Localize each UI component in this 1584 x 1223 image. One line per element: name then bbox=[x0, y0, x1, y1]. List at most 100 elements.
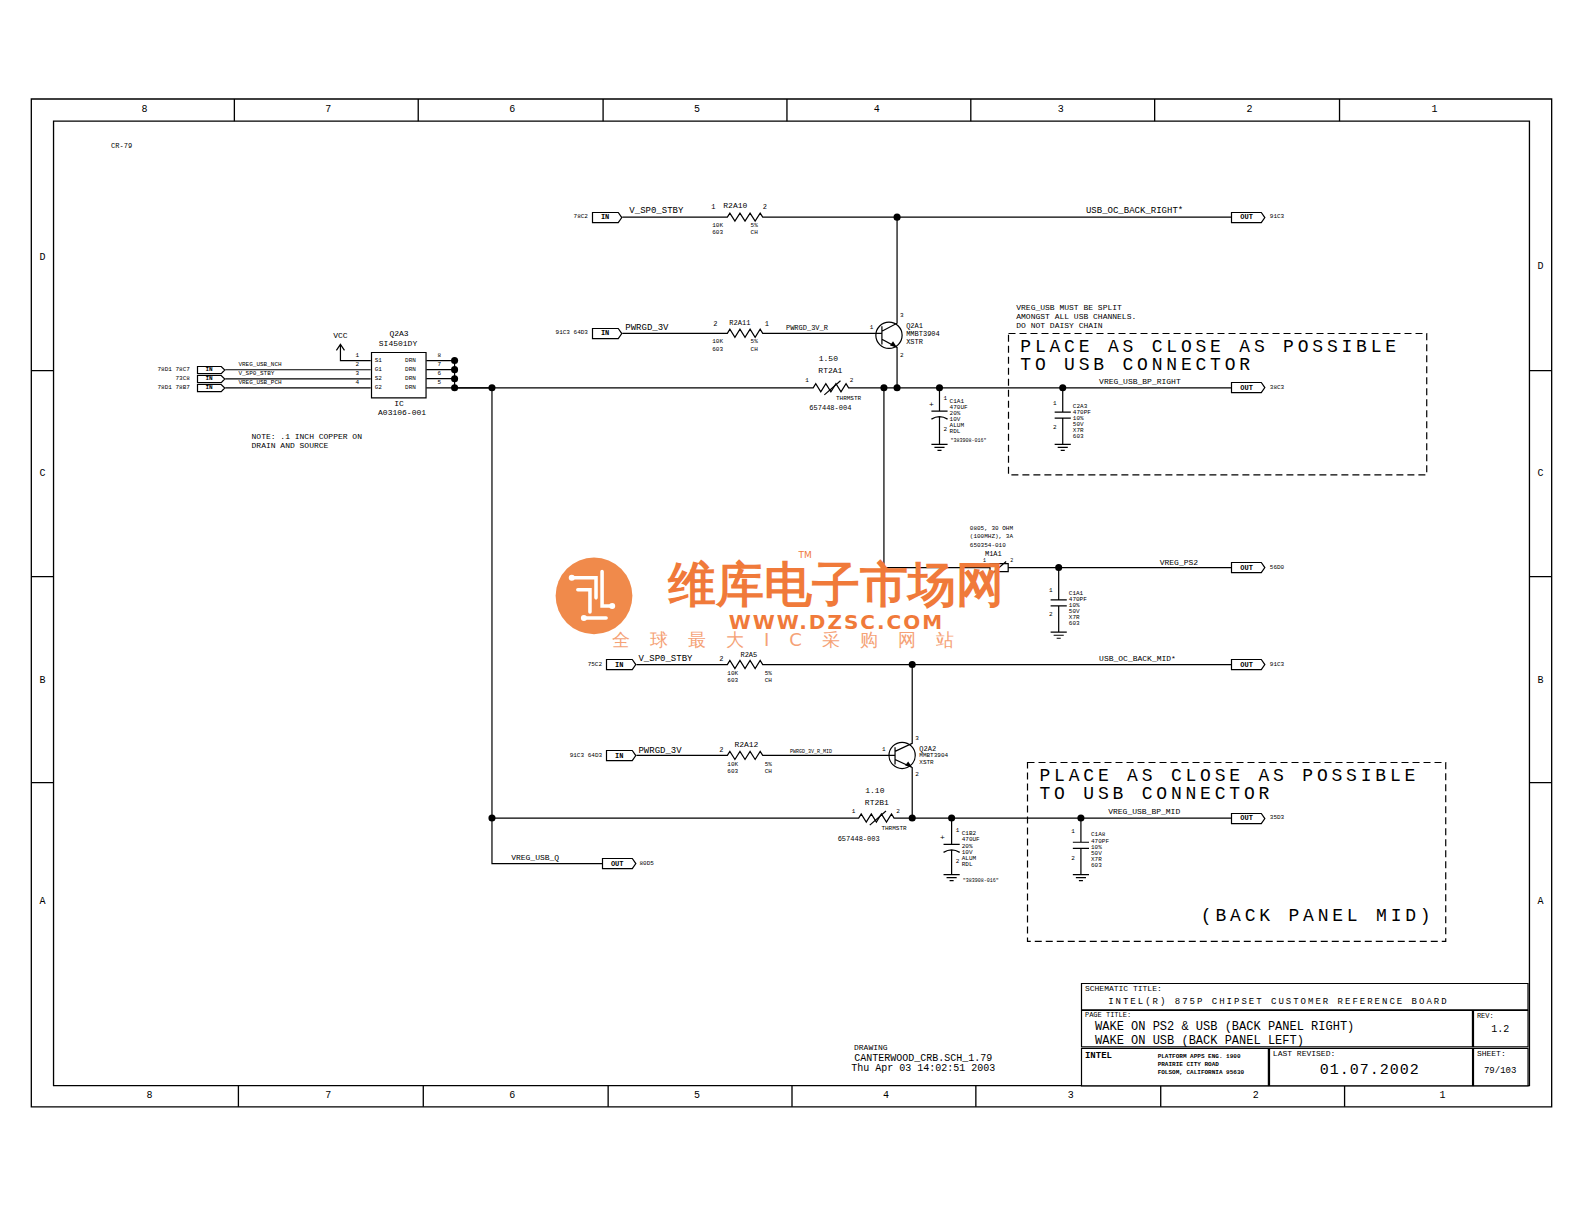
node-border bbox=[1232, 563, 1265, 573]
schematic-text: 3 bbox=[915, 736, 919, 742]
schematic-text: 4 bbox=[883, 1091, 889, 1101]
logo-dot bbox=[581, 615, 587, 621]
node-border bbox=[1269, 1048, 1472, 1085]
schematic-text: 75C2 bbox=[588, 662, 602, 668]
schematic-text: XSTR bbox=[906, 339, 923, 346]
schematic-text: 78C2 bbox=[574, 214, 588, 220]
node-text: IN bbox=[615, 661, 623, 668]
schematic-text: RT2A1 bbox=[818, 367, 842, 375]
node-text: IN bbox=[205, 367, 212, 373]
capacitor-symbol bbox=[931, 388, 947, 451]
schematic-text: PWRGD_3V bbox=[638, 746, 681, 755]
title-block-cell: SHEET:79/103 bbox=[1473, 1048, 1529, 1086]
schematic-text: 3 bbox=[356, 371, 360, 377]
schematic-text: 1 bbox=[805, 378, 809, 384]
node-text: (BACK PANEL MID) bbox=[1201, 907, 1435, 925]
node-border bbox=[1232, 660, 1265, 670]
schematic-text: 5 bbox=[694, 1091, 700, 1101]
schematic-text: (100MHZ), 3A bbox=[970, 534, 1013, 540]
node-text: OUT bbox=[1240, 384, 1253, 391]
transistor-symbol bbox=[895, 665, 912, 819]
schematic-text: + bbox=[940, 834, 945, 842]
title-block-cell: INTELPLATFORM APPS ENG. 1900 PRAIRIE CIT… bbox=[1081, 1048, 1269, 1086]
schematic-text: A bbox=[39, 897, 45, 907]
node-border bbox=[1232, 383, 1265, 393]
junction-dot bbox=[451, 366, 458, 373]
vcc-symbol bbox=[336, 344, 370, 360]
node-border bbox=[371, 352, 426, 397]
ic-package: Q2A3SI4501DYS1 G1 S2 G2DRN DRN DRN DRNIC… bbox=[371, 352, 427, 398]
node-border bbox=[197, 384, 224, 391]
node-border bbox=[1081, 1011, 1472, 1047]
junction-dot bbox=[909, 814, 916, 821]
thermistor-slash bbox=[824, 381, 840, 395]
node-text: IN bbox=[205, 376, 212, 382]
node-border bbox=[603, 859, 636, 869]
schematic-text: 2 bbox=[850, 378, 854, 384]
schematic-text: 657448-004 bbox=[809, 405, 851, 412]
schematic-text: PWRGD_3V bbox=[625, 324, 668, 333]
schematic-text: 91C3 64D3 bbox=[556, 330, 588, 336]
schematic-text: R2A10 bbox=[723, 202, 747, 210]
schematic-text: DRAWING bbox=[854, 1044, 888, 1052]
schematic-text: 1.10 bbox=[865, 787, 884, 795]
schematic-text: 1 bbox=[356, 353, 360, 359]
schematic-text: 10K bbox=[727, 671, 738, 677]
port-flag: IN bbox=[197, 375, 225, 383]
schematic-text: 3 bbox=[1068, 1091, 1074, 1101]
schematic-text: 3 bbox=[900, 313, 904, 319]
schematic-text: R2A5 bbox=[740, 651, 757, 658]
zone-divider bbox=[238, 1086, 1344, 1107]
logo-dot bbox=[569, 575, 575, 581]
schematic-text: + bbox=[929, 401, 934, 409]
schematic-text: 4 bbox=[874, 105, 880, 115]
node-border bbox=[607, 660, 636, 670]
schematic-text: 1 bbox=[944, 396, 948, 402]
schematic-text: 2 bbox=[1071, 856, 1075, 862]
schematic-text: R2A12 bbox=[734, 741, 758, 749]
watermark-logo bbox=[556, 557, 633, 634]
schematic-text: 6 bbox=[509, 1091, 515, 1101]
schematic-text: 80D5 bbox=[639, 861, 653, 867]
node-text: IN bbox=[205, 385, 212, 391]
schematic-text: 6 bbox=[437, 371, 441, 377]
title-block-cell: SCHEMATIC TITLE:INTEL(R) 875P CHIPSET CU… bbox=[1081, 983, 1529, 1010]
schematic-text: 91C3 bbox=[1270, 214, 1284, 220]
port-flag: OUT bbox=[1231, 382, 1265, 393]
schematic-text: 全球最大IC采购网站 bbox=[612, 631, 974, 649]
zone-divider bbox=[234, 99, 1339, 121]
port-flag: OUT bbox=[602, 858, 636, 869]
schematic-text: 2 bbox=[915, 772, 919, 778]
node-text: OUT bbox=[1240, 815, 1253, 822]
schematic-text: 10K bbox=[712, 339, 723, 345]
node-text: DRN DRN DRN DRN bbox=[405, 356, 422, 392]
schematic-text: VREG_USB_BP_MID bbox=[1108, 808, 1180, 816]
node-text: SI4501DY bbox=[379, 340, 417, 348]
schematic-text: 650354-010 bbox=[970, 543, 1006, 549]
title-block-cell: REV:1.2 bbox=[1473, 1010, 1529, 1047]
node-text: PLATFORM APPS ENG. 1900 PRAIRIE CITY ROA… bbox=[1158, 1053, 1247, 1077]
junction-dot bbox=[1055, 564, 1062, 571]
schematic-text: 603 bbox=[727, 678, 738, 684]
schematic-text: 2 bbox=[1247, 105, 1253, 115]
schematic-text: 2 bbox=[1010, 558, 1013, 563]
schematic-text: 1 bbox=[956, 828, 960, 834]
node-text: 1.2 bbox=[1491, 1025, 1509, 1035]
schematic-text: 5% bbox=[751, 223, 758, 229]
schematic-text: 5% bbox=[765, 762, 772, 768]
schematic-text: 2 bbox=[1049, 612, 1053, 618]
schematic-text: WWW.DZSC.COM bbox=[729, 612, 945, 632]
schematic-text: 603 bbox=[1091, 863, 1102, 869]
schematic-text: CR-79 bbox=[111, 143, 132, 150]
schematic-text: PWRGD_3V_R bbox=[786, 325, 828, 332]
node-text: OUT bbox=[1240, 214, 1253, 221]
schematic-text: VREG_USB_BP_RIGHT bbox=[1099, 378, 1181, 386]
schematic-text: 8 bbox=[141, 105, 147, 115]
port-flag: IN bbox=[197, 384, 225, 392]
schematic-text: 1 bbox=[852, 809, 856, 815]
schematic-text: 603 bbox=[727, 769, 738, 775]
net-name: VREG_USB_NCH bbox=[238, 362, 281, 368]
net-name: VREG_USB_PCH bbox=[238, 380, 281, 386]
schematic-text: 91C3 bbox=[1270, 662, 1284, 668]
